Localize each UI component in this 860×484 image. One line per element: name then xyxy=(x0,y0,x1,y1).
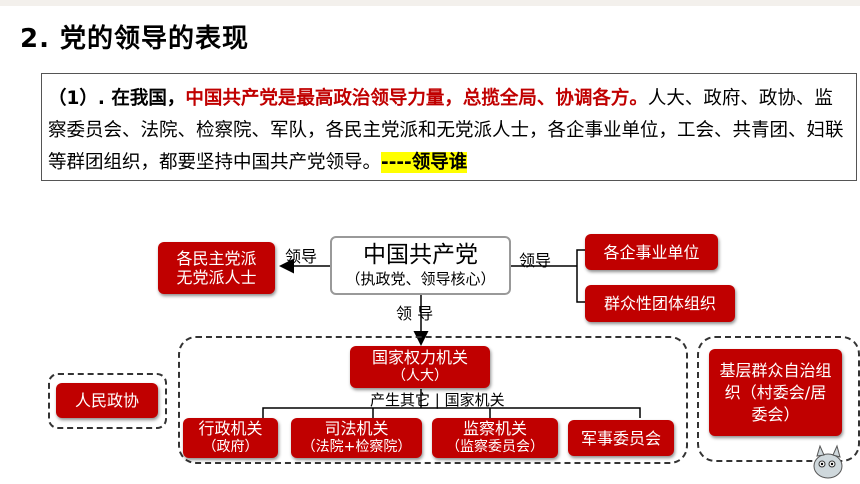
state-organ-sub: （法院+检察院） xyxy=(301,439,412,455)
enterprises-box: 各企事业单位 xyxy=(585,234,718,270)
lead-label-down: 领 导 xyxy=(396,304,434,323)
state-organ-main: 司法机关 xyxy=(324,419,389,438)
state-organ-box: 行政机关 （政府） xyxy=(183,418,278,458)
enterprises-label: 各企事业单位 xyxy=(603,242,700,262)
state-organ-main: 行政机关 xyxy=(198,419,263,438)
grassroots-group xyxy=(697,336,860,462)
paragraph-tag: ----领导谁 xyxy=(381,152,468,173)
state-organ-main: 军事委员会 xyxy=(580,428,661,448)
democratic-parties-label: 各民主党派 无党派人士 xyxy=(176,249,257,287)
npc-main-label: 国家权力机关 xyxy=(371,348,468,367)
state-organ-main: 监察机关 xyxy=(462,419,527,438)
produce-label: 产生其它 | 国家机关 xyxy=(370,391,505,409)
state-organ-sub: （政府） xyxy=(202,439,259,455)
state-organ-box: 军事委员会 xyxy=(568,420,674,456)
lead-label-left: 领导 xyxy=(285,247,318,266)
mascot-icon xyxy=(813,444,843,479)
cpc-main-label: 中国共产党 xyxy=(363,242,478,268)
cppcc-group xyxy=(48,373,167,429)
cpc-core-box: 中国共产党 （执政党、领导核心） xyxy=(330,236,511,295)
paragraph-prefix: （1）. 在我国， xyxy=(48,88,186,109)
mass-organizations-box: 群众性团体组织 xyxy=(585,285,735,322)
grassroots-label: 基层群众自治组织（村委会/居委会） xyxy=(719,360,832,424)
npc-sub-label: （人大） xyxy=(392,368,448,384)
paragraph-body: 人大、政府、政协、监察委员会、法院、检察院、军队，各民主党派和无党派人士，各企事… xyxy=(48,88,844,173)
cpc-sub-label: （执政党、领导核心） xyxy=(345,270,496,288)
top-strip xyxy=(0,0,860,6)
mass-organizations-label: 群众性团体组织 xyxy=(603,294,716,313)
paragraph-box: （1）. 在我国，中国共产党是最高政治领导力量，总揽全局、协调各方。人大、政府、… xyxy=(41,73,857,181)
page-title: 2. 党的领导的表现 xyxy=(20,24,250,54)
cppcc-box: 人民政协 xyxy=(56,383,158,418)
state-organ-box: 监察机关 （监察委员会） xyxy=(432,418,558,458)
democratic-parties-box: 各民主党派 无党派人士 xyxy=(158,242,275,294)
state-organ-box: 司法机关 （法院+检察院） xyxy=(291,418,422,458)
state-organs-group xyxy=(178,336,688,464)
state-organ-sub: （监察委员会） xyxy=(446,439,544,455)
cppcc-label: 人民政协 xyxy=(74,391,139,410)
lead-label-right: 领导 xyxy=(519,251,552,270)
paragraph-highlight: 中国共产党是最高政治领导力量，总揽全局、协调各方。 xyxy=(185,88,648,109)
npc-box: 国家权力机关 （人大） xyxy=(350,346,490,388)
grassroots-box: 基层群众自治组织（村委会/居委会） xyxy=(709,349,842,436)
